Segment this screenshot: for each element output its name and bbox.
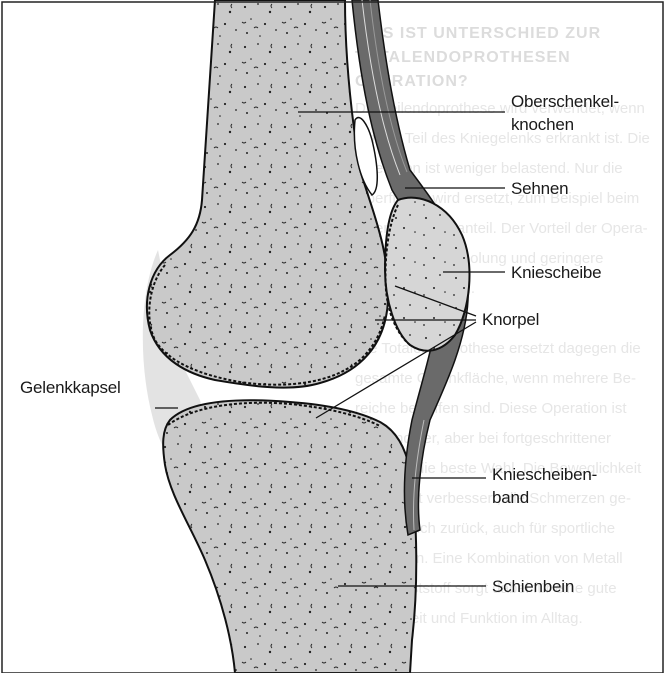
label-sehnen: Sehnen	[511, 178, 568, 199]
femur-bone	[147, 0, 388, 388]
label-kniescheibenband-1: Kniescheiben-	[492, 464, 597, 485]
label-oberschenkel-1: Oberschenkel-	[511, 91, 619, 112]
label-oberschenkel-2: knochen	[511, 114, 574, 135]
tibia-bone	[163, 400, 416, 673]
label-kniescheibe: Kniescheibe	[511, 262, 601, 283]
label-knorpel: Knorpel	[482, 309, 539, 330]
label-gelenkkapsel: Gelenkkapsel	[20, 377, 121, 398]
label-kniescheibenband-2: band	[492, 487, 529, 508]
patella	[385, 198, 469, 351]
label-schienbein: Schienbein	[492, 576, 574, 597]
